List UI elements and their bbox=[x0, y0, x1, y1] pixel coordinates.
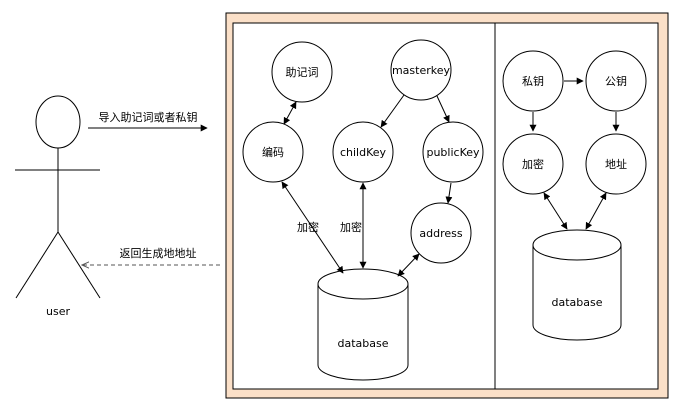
address-node bbox=[410, 202, 472, 264]
masterkey-node bbox=[390, 39, 452, 101]
childkey-label: childKey bbox=[340, 146, 387, 159]
edge-masterkey-childkey bbox=[380, 94, 405, 128]
right-database bbox=[532, 229, 622, 341]
encrypt-node-label: 加密 bbox=[522, 157, 544, 171]
edge-publickey-address bbox=[445, 182, 453, 204]
edge-address-database bbox=[397, 253, 420, 277]
mnemonic-label: 助记词 bbox=[286, 65, 319, 79]
encrypt-label-1: 加密 bbox=[297, 220, 319, 234]
import-label: 导入助记词或者私钥 bbox=[99, 110, 198, 124]
private-key-node bbox=[502, 50, 564, 112]
encode-node bbox=[242, 121, 304, 183]
edge-address-database-right bbox=[585, 192, 607, 230]
edge-mnemonic-encode bbox=[283, 101, 297, 125]
encrypt-node bbox=[502, 133, 564, 195]
address-cn-label: 地址 bbox=[605, 157, 627, 171]
encrypt-label-2: 加密 bbox=[340, 220, 362, 234]
user-actor bbox=[15, 95, 101, 299]
mnemonic-node bbox=[271, 41, 333, 103]
return-label: 返回生成地地址 bbox=[120, 246, 197, 260]
encode-label: 编码 bbox=[262, 145, 284, 159]
publickey-node bbox=[422, 121, 484, 183]
user-label: user bbox=[46, 305, 70, 318]
public-key-node bbox=[585, 50, 647, 112]
left-database-label: database bbox=[338, 337, 389, 350]
right-database-label: database bbox=[552, 296, 603, 309]
address-cn-node bbox=[585, 133, 647, 195]
edge-masterkey-publickey bbox=[436, 95, 450, 123]
private-key-label: 私钥 bbox=[522, 74, 544, 88]
publickey-label: publicKey bbox=[426, 146, 480, 159]
address-label: address bbox=[419, 227, 462, 240]
public-key-label: 公钥 bbox=[605, 74, 627, 88]
left-database bbox=[317, 268, 409, 381]
edge-encrypt-database bbox=[543, 192, 568, 230]
masterkey-label: masterkey bbox=[392, 64, 451, 77]
childkey-node bbox=[332, 121, 394, 183]
edge-encode-database bbox=[281, 181, 344, 274]
